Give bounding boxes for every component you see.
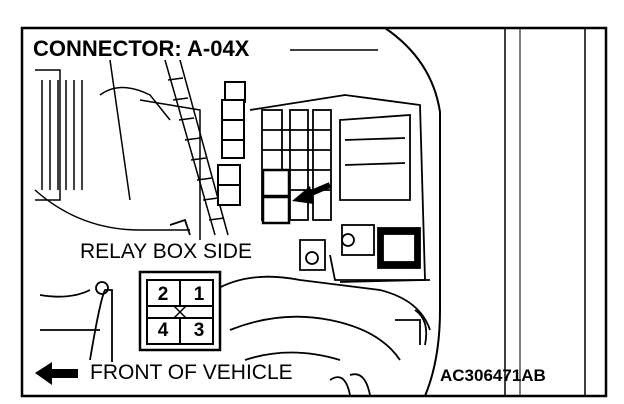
relay-box-side-label: RELAY BOX SIDE	[78, 240, 254, 263]
left-structure	[34, 59, 201, 240]
front-of-vehicle-label: FRONT OF VEHICLE	[88, 361, 295, 384]
body-panel	[384, 27, 441, 397]
relay-blocks	[217, 81, 246, 206]
pin-3-label: 3	[193, 320, 205, 341]
connector-title: CONNECTOR: A-04X	[33, 38, 254, 60]
pin-1-label: 1	[193, 284, 205, 305]
front-arrow-icon	[35, 362, 78, 385]
pin-2-label: 2	[157, 284, 169, 305]
pointer-arrow	[292, 182, 332, 204]
figure-code: AC306471AB	[440, 366, 546, 385]
ribbed-bar	[164, 59, 229, 236]
harness	[39, 218, 431, 396]
target-connector	[261, 168, 291, 225]
connector-face	[138, 270, 222, 352]
pin-4-label: 4	[157, 320, 169, 341]
frame-border	[20, 26, 608, 398]
lower-relays	[329, 224, 430, 281]
